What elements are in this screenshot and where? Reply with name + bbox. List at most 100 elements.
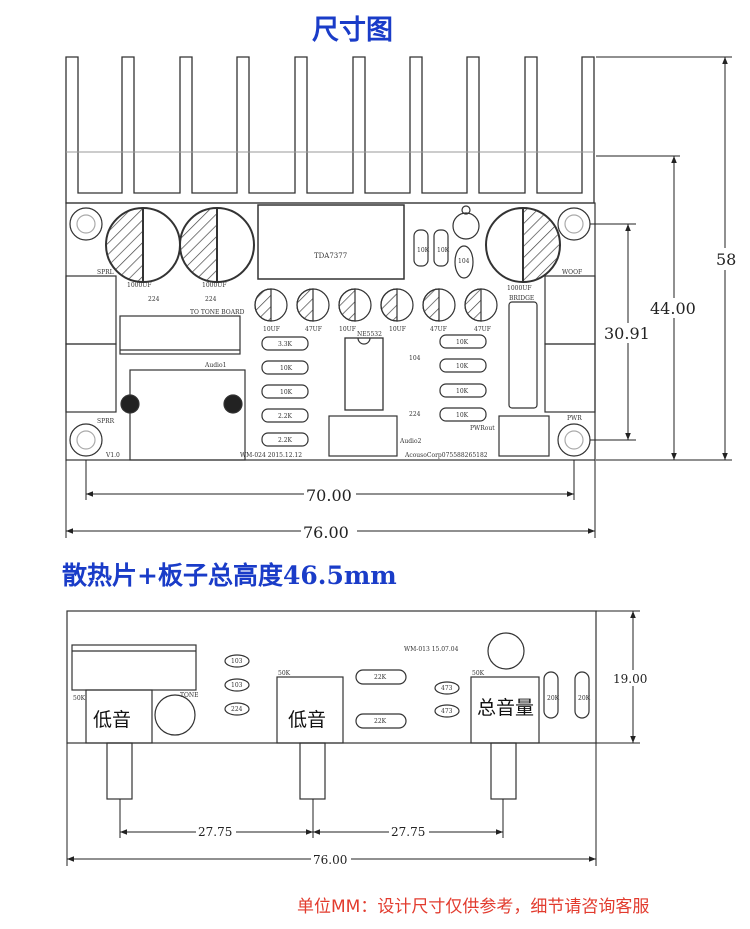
ecap-label: 47UF	[430, 326, 447, 333]
mounting-hole	[557, 207, 591, 241]
resistor-label: 20K	[578, 695, 591, 702]
dim-board-width: 76.00	[303, 523, 349, 542]
mounting-hole	[69, 207, 103, 241]
side-view-dimensions	[66, 610, 640, 866]
dim-total-height: 58	[716, 250, 736, 269]
resistor-label: 10K	[456, 363, 469, 370]
pwr-out-label: PWRout	[470, 425, 495, 432]
dim-hole-spacing-v: 30.91	[604, 324, 650, 343]
connector-label: SPRL	[97, 269, 114, 276]
ceramic-capacitor	[224, 678, 250, 692]
pot-label: 低音	[288, 709, 326, 731]
side-view-title: 散热片+板子总高度46.5mm	[62, 561, 397, 590]
side-view-labels: 低音 低音 总音量 50K 50K 50K TONE WM-013 15.07.…	[73, 646, 591, 731]
resistor-label: 10K	[417, 247, 430, 254]
dim-side-width: 76.00	[313, 853, 347, 867]
cap-code-label: 473	[441, 708, 453, 715]
version-label: V1.0	[105, 452, 120, 459]
mounting-hole	[69, 423, 103, 457]
woofer-connector-2	[544, 343, 596, 413]
opamp-label: NE5532	[357, 331, 382, 338]
resistor-label: 10K	[280, 365, 293, 372]
tone-label: TONE	[180, 692, 199, 699]
pot-label: 总音量	[477, 697, 534, 719]
speaker-connector-right	[65, 343, 117, 413]
resistor-label: 22K	[374, 674, 387, 681]
mounting-hole	[557, 423, 591, 457]
ecap-label: 10UF	[263, 326, 280, 333]
connector-label: WOOF	[562, 269, 582, 276]
pot-shaft	[299, 742, 326, 800]
tone-header	[71, 644, 197, 691]
resistor-label: 2.2K	[278, 413, 293, 420]
speaker-connector-left	[65, 275, 117, 345]
resistor-label: 10K	[437, 247, 450, 254]
pcb-top-view	[65, 202, 596, 461]
resistor	[574, 671, 590, 719]
ceramic-capacitor	[224, 702, 250, 716]
unit-note: 单位MM：设计尺寸仅供参考，细节请咨询客服	[297, 897, 650, 917]
cap-code-label: 473	[441, 685, 453, 692]
dim-pitch-2: 27.75	[391, 825, 425, 839]
audio1-label: Audio1	[204, 362, 226, 369]
cap-code-label: 224	[148, 296, 160, 303]
ceramic-capacitor	[434, 704, 460, 718]
company-label: AcousoCorp075588265182	[404, 452, 488, 459]
resistor-label: 10K	[280, 389, 293, 396]
resistor-label: 20K	[547, 695, 560, 702]
capacitor-label: 1000UF	[202, 282, 227, 289]
resistor-label: 3.3K	[278, 341, 293, 348]
resistor-label: 10K	[456, 388, 469, 395]
trimmer	[452, 212, 480, 240]
dim-side-height: 19.00	[613, 672, 647, 686]
tone-board-header	[119, 315, 241, 355]
ecap-label: 47UF	[305, 326, 322, 333]
op-amp	[344, 337, 384, 411]
pot-value: 50K	[278, 670, 291, 677]
resistor	[355, 713, 407, 729]
cap-code-label: 224	[231, 706, 243, 713]
pot-label: 低音	[93, 709, 131, 731]
large-capacitor	[179, 207, 255, 283]
model-label: WM-024 2015.12.12	[240, 452, 302, 459]
resistor-label: 10K	[456, 412, 469, 419]
bridge-label: BRIDGE	[509, 295, 534, 302]
pot-value: 50K	[472, 670, 485, 677]
dim-pitch-1: 27.75	[198, 825, 232, 839]
cap-code-label: 104	[458, 258, 470, 265]
cap-code-label: 224	[205, 296, 217, 303]
resistor	[355, 669, 407, 685]
resistor-label: 2.2K	[278, 437, 293, 444]
top-view-title: 尺寸图	[312, 15, 393, 46]
resistor	[413, 229, 429, 267]
pot-shaft	[106, 742, 133, 800]
cap-code-label: 103	[231, 682, 243, 689]
trimmer	[487, 632, 525, 670]
top-view-labels: TDA7377 1000UF 1000UF 1000UF SPRL SPRR W…	[97, 247, 582, 459]
top-view-dimensions	[65, 56, 732, 538]
cap-code-label: 104	[409, 355, 421, 362]
electrolytic-capacitor-row	[254, 288, 498, 322]
connector-label: SPRR	[97, 418, 115, 425]
capacitor-label: 1000UF	[127, 282, 152, 289]
heatsink	[65, 56, 595, 204]
ecap-label: 47UF	[474, 326, 491, 333]
resistor-label: 22K	[374, 718, 387, 725]
ecap-label: 10UF	[339, 326, 356, 333]
ceramic-capacitor	[434, 681, 460, 695]
cap-code-label: 224	[409, 411, 421, 418]
tone-board-label: TO TONE BOARD	[190, 309, 245, 316]
resistor-label: 10K	[456, 339, 469, 346]
ceramic-capacitor	[454, 245, 474, 279]
audio2-label: Audio2	[399, 438, 422, 445]
resistor-column-left	[261, 336, 309, 447]
amplifier-chip	[257, 204, 405, 280]
dim-board-height: 44.00	[650, 299, 696, 318]
dim-hole-spacing-h: 70.00	[306, 486, 352, 505]
pot-shaft	[490, 742, 517, 800]
resistor	[433, 229, 449, 267]
cap-code-label: 103	[231, 658, 243, 665]
ecap-label: 10UF	[389, 326, 406, 333]
power-connector	[498, 415, 550, 457]
